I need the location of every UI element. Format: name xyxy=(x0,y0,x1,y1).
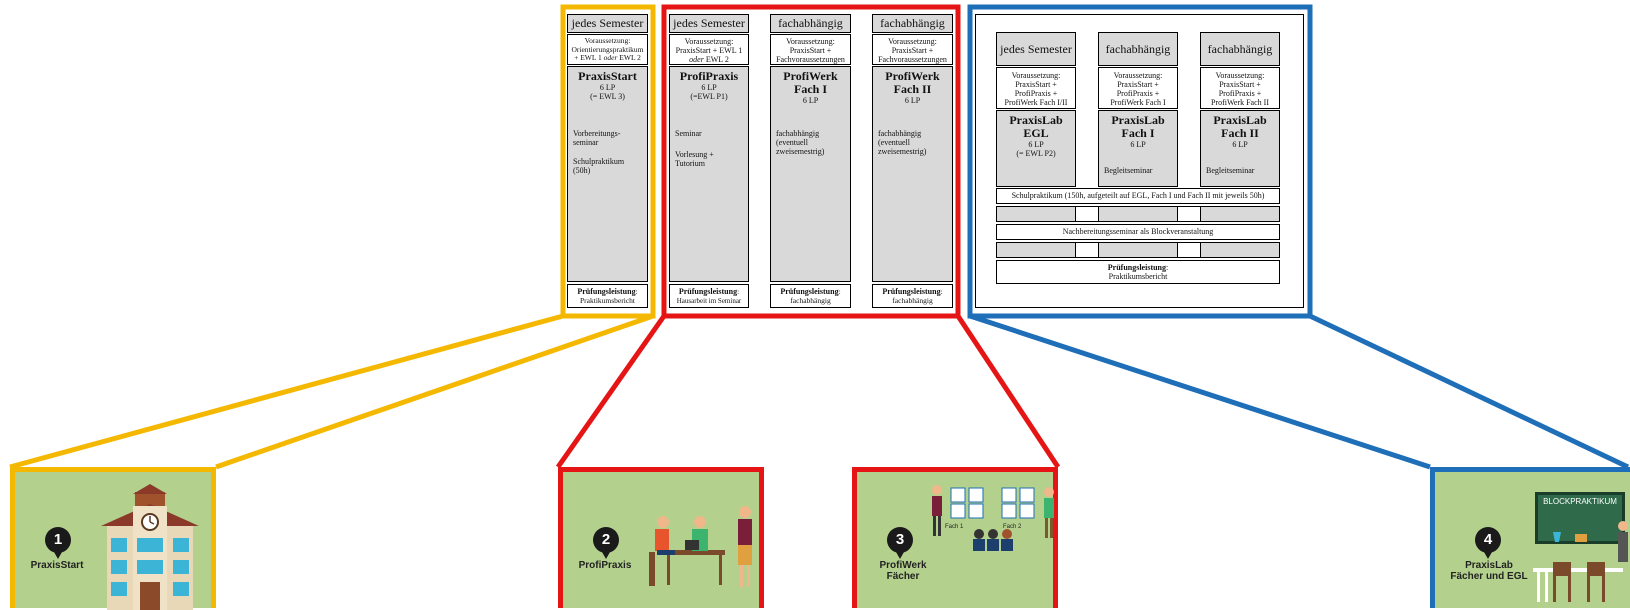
module-lp: 6 LP xyxy=(904,96,921,105)
praxislab-pruefung: Prüfungsleistung: Praktikumsbericht xyxy=(996,260,1280,284)
fach2-label: Fach 2 xyxy=(1003,524,1022,530)
praxislab-fach1-header: fachabhängig xyxy=(1098,32,1178,66)
module-name: PraxisStart xyxy=(578,69,637,83)
module-desc: Seminar xyxy=(675,129,702,138)
number-badge: 1 xyxy=(45,527,71,559)
number-badge: 2 xyxy=(593,527,619,559)
module-desc: fachabhängig (eventuell zweisemestrig) xyxy=(776,129,825,156)
module-lp-note: (=EWL P1) xyxy=(690,92,728,101)
praxislab-egl-header: jedes Semester xyxy=(996,32,1076,66)
chalkboard-text: BLOCKPRAKTIKUM xyxy=(1543,497,1617,506)
panel-profipraxis: 2 ProfiPraxis xyxy=(558,467,764,608)
module-lp: 6 LP xyxy=(1232,140,1248,149)
module-desc: Vorbereitungs- seminar xyxy=(573,129,621,147)
praxislab-egl-module: PraxisLab EGL 6 LP (= EWL P2) xyxy=(996,110,1076,187)
praxislab-fach2-requirement: Voraussetzung: PraxisStart + ProfiPraxis… xyxy=(1200,67,1280,109)
panel-label: ProfiWerk Fächer xyxy=(879,560,927,582)
praxislab-egl-requirement: Voraussetzung: PraxisStart + ProfiPraxis… xyxy=(996,67,1076,109)
panel-praxislab: 4 PraxisLab Fächer und EGL BLOCKPRAKTIKU… xyxy=(1430,467,1630,608)
praxisstart-requirement: Voraussetzung: Orientierungspraktikum + … xyxy=(567,34,648,65)
module-lp: 6 LP xyxy=(1130,140,1146,149)
profiwerk2-column: fachabhängig Voraussetzung: PraxisStart … xyxy=(872,14,953,309)
nachbereitung-row: Nachbereitungsseminar als Blockveranstal… xyxy=(996,224,1280,240)
panel-label: PraxisLab Fächer und EGL xyxy=(1450,560,1528,582)
number-badge: 3 xyxy=(887,527,913,559)
praxislab-egl-column: jedes Semester Voraussetzung: PraxisStar… xyxy=(996,32,1076,187)
module-lp: 6 LP xyxy=(701,83,717,92)
profipraxis-requirement: Voraussetzung: PraxisStart + EWL 1 oder … xyxy=(669,34,749,65)
profipraxis-header: jedes Semester xyxy=(669,14,749,33)
profipraxis-module: ProfiPraxis 6 LP (=EWL P1) Seminar Vorle… xyxy=(669,66,749,282)
subjects-board-icon xyxy=(932,485,1054,551)
module-name: PraxisLab Fach II xyxy=(1213,113,1267,140)
praxislab-fach1-module: PraxisLab Fach I 6 LP Begleitseminar xyxy=(1098,110,1178,187)
module-lp: 6 LP xyxy=(802,96,819,105)
profiwerk1-column: fachabhängig Voraussetzung: PraxisStart … xyxy=(770,14,851,309)
praxislab-fach2-header: fachabhängig xyxy=(1200,32,1280,66)
panel-praxisstart: 1 PraxisStart xyxy=(10,467,216,610)
module-name: PraxisLab Fach I xyxy=(1111,113,1165,140)
praxislab-fach2-column: fachabhängig Voraussetzung: PraxisStart … xyxy=(1200,32,1280,187)
profiwerk1-requirement: Voraussetzung: PraxisStart + Fachvorauss… xyxy=(770,34,851,65)
module-desc: Begleitseminar xyxy=(1206,166,1255,175)
praxislab-fach2-module: PraxisLab Fach II 6 LP Begleitseminar xyxy=(1200,110,1280,187)
profiwerk1-header: fachabhängig xyxy=(770,14,851,33)
profiwerk2-module: ProfiWerk Fach II 6 LP fachabhängig (eve… xyxy=(872,66,953,282)
profiwerk2-header: fachabhängig xyxy=(872,14,953,33)
module-name: ProfiWerk Fach II xyxy=(885,69,940,96)
module-desc: fachabhängig (eventuell zweisemestrig) xyxy=(878,129,927,156)
module-name: PraxisLab EGL xyxy=(1009,113,1063,140)
praxisstart-header: jedes Semester xyxy=(567,14,648,33)
schulpraktikum-row: Schulpraktikum (150h, aufgeteilt auf EGL… xyxy=(996,188,1280,204)
study-group-icon xyxy=(649,506,752,587)
number-badge: 4 xyxy=(1475,527,1501,559)
module-lp-note: (= EWL P2) xyxy=(1016,149,1056,158)
panel-profiwerk: 3 ProfiWerk Fächer Fach 1 Fach 2 xyxy=(852,467,1058,608)
panel-label: PraxisStart xyxy=(30,560,84,571)
praxislab-fach1-requirement: Voraussetzung: PraxisStart + ProfiPraxis… xyxy=(1098,67,1178,109)
band-frame xyxy=(996,206,1280,222)
profipraxis-pruefung: Prüfungsleistung: Hausarbeit im Seminar xyxy=(669,284,749,308)
band-frame xyxy=(996,242,1280,258)
module-name: ProfiPraxis xyxy=(679,69,739,83)
fach1-label: Fach 1 xyxy=(945,524,964,530)
module-desc: Begleitseminar xyxy=(1104,166,1153,175)
school-building-icon xyxy=(101,484,199,610)
module-desc: Schulpraktikum (50h) xyxy=(573,157,625,175)
profiwerk1-pruefung: Prüfungsleistung: fachabhängig xyxy=(770,284,851,308)
praxisstart-pruefung: Prüfungsleistung: Praktikumsbericht xyxy=(567,284,648,308)
profiwerk2-requirement: Voraussetzung: PraxisStart + Fachvorauss… xyxy=(872,34,953,65)
module-lp: 6 LP xyxy=(599,83,616,92)
module-desc: Vorlesung + Tutorium xyxy=(675,150,714,168)
praxislab-fach1-column: fachabhängig Voraussetzung: PraxisStart … xyxy=(1098,32,1178,187)
profiwerk2-pruefung: Prüfungsleistung: fachabhängig xyxy=(872,284,953,308)
praxisstart-column: jedes Semester Voraussetzung: Orientieru… xyxy=(567,14,648,309)
praxisstart-module: PraxisStart 6 LP (= EWL 3) Vorbereitungs… xyxy=(567,66,648,282)
module-lp-note: (= EWL 3) xyxy=(590,92,625,101)
classroom-icon xyxy=(1533,521,1628,602)
panel-label: ProfiPraxis xyxy=(578,560,632,571)
module-name: ProfiWerk Fach I xyxy=(783,69,838,96)
module-lp: 6 LP xyxy=(1028,140,1044,149)
profipraxis-column: jedes Semester Voraussetzung: PraxisStar… xyxy=(669,14,749,309)
profiwerk1-module: ProfiWerk Fach I 6 LP fachabhängig (even… xyxy=(770,66,851,282)
